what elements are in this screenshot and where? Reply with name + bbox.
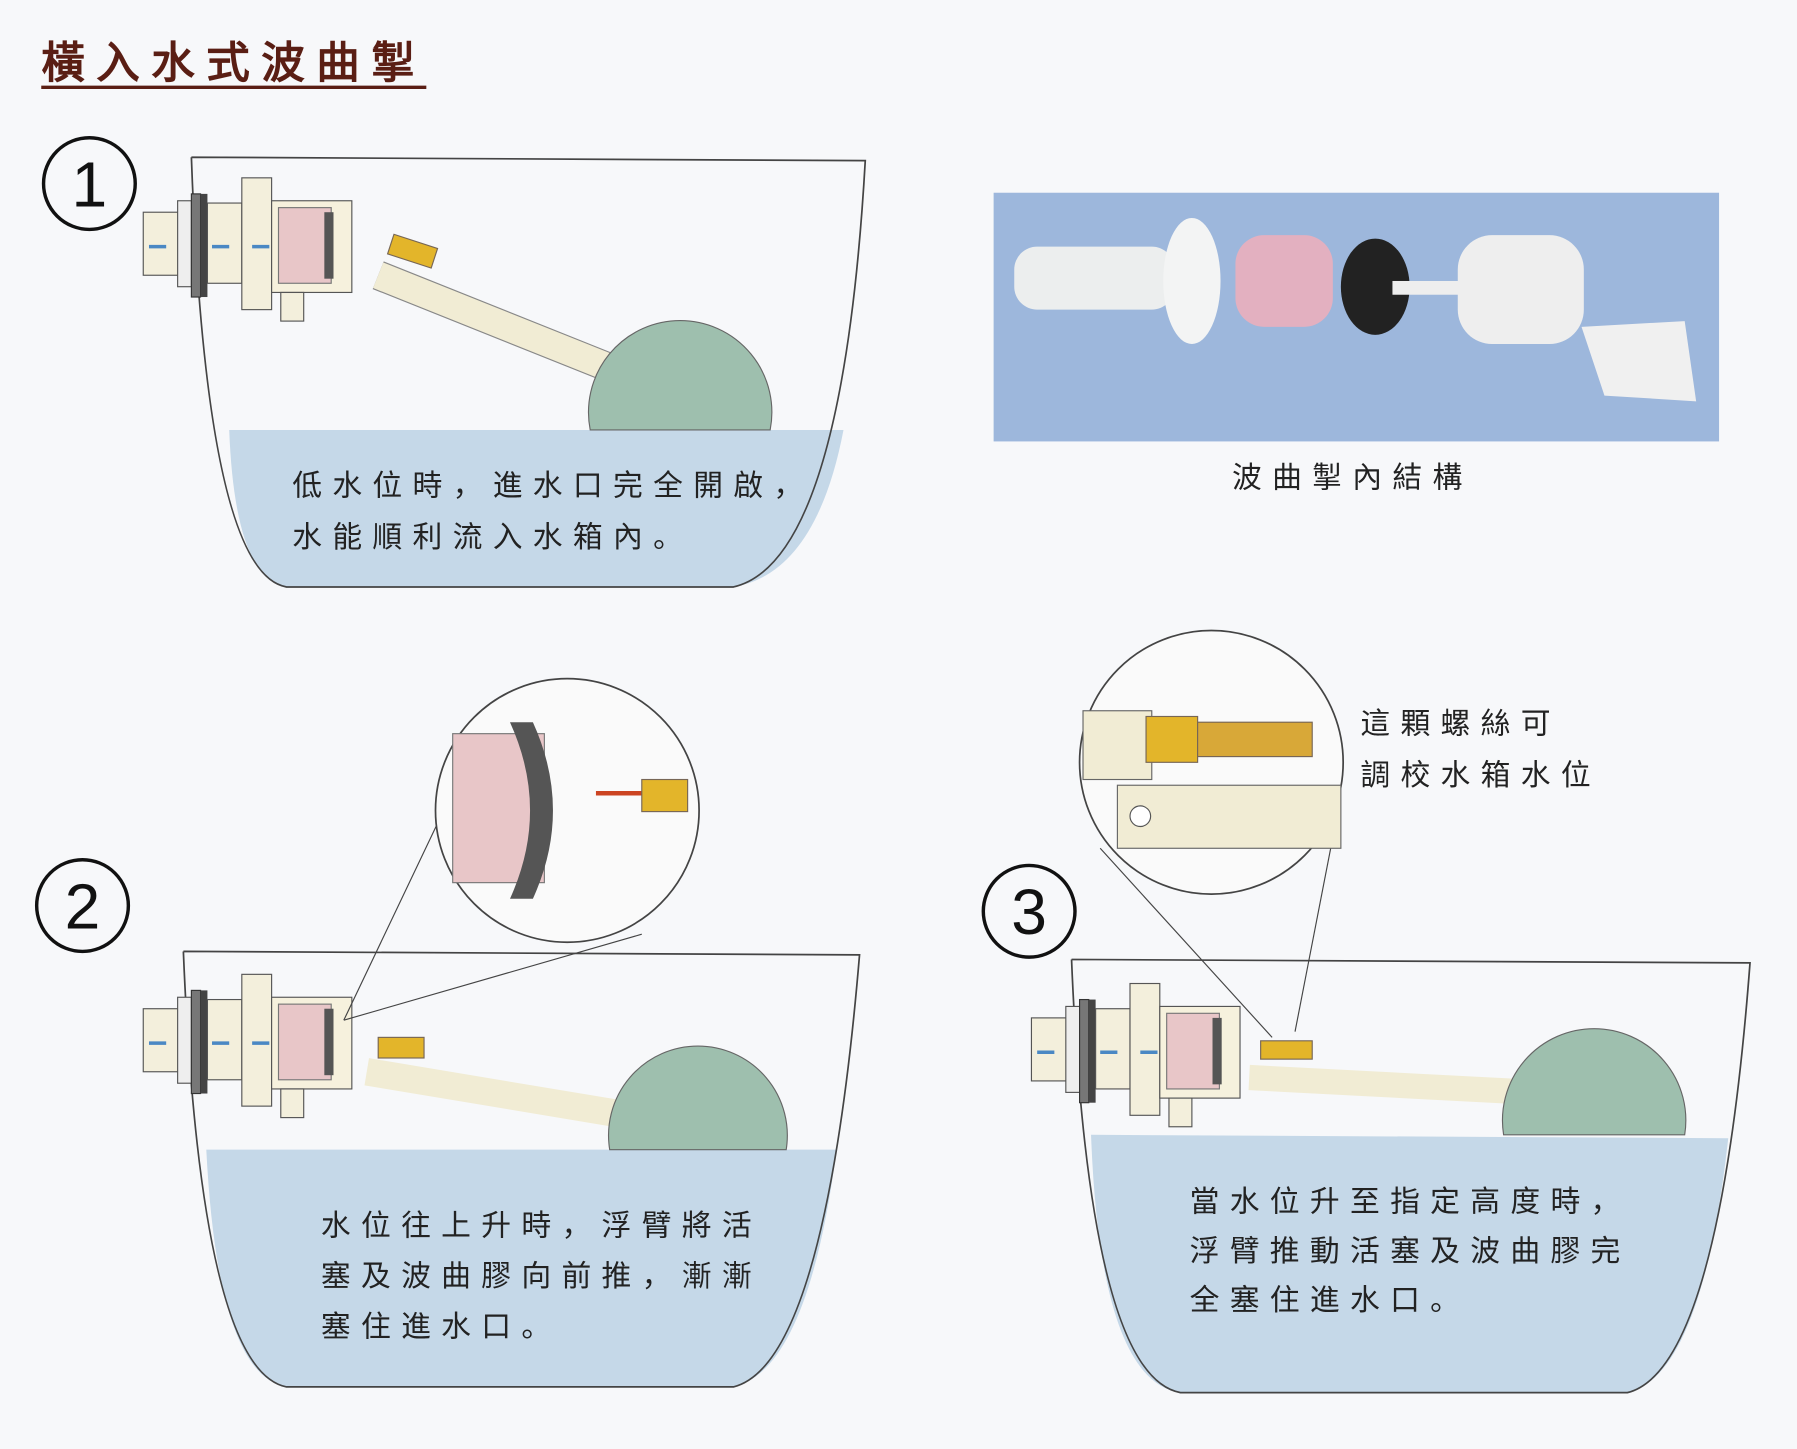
valve-assembly [141,972,354,1120]
step-description: 塞及波曲膠向前推，漸漸 [321,1259,762,1294]
step-number-badge [981,863,1077,959]
float-ball [1501,1028,1687,1136]
photo-caption: 波曲掣內結構 [1232,460,1473,495]
step-3: 3 這顆螺絲可 調校水箱水位 當水位升至指定高度時， 浮臂推動活塞及波曲膠完 全… [981,629,1751,1394]
water [206,1149,837,1387]
float-arm [1248,1064,1514,1104]
step-description: 水位往上升時，浮臂將活 [321,1209,762,1244]
cistern-outline [190,156,867,588]
water [229,429,844,587]
step-number: 2 [65,870,101,942]
float-ball [607,1045,788,1151]
step-description: 水能順利流入水箱內。 [292,520,693,555]
step-2: 2 水位往上升時，浮臂將活 塞及波曲膠向前推，漸漸 塞住進水口。 [34,677,861,1388]
diaphragm [509,722,553,899]
adjust-screw [1260,1040,1313,1060]
valve-assembly [1029,981,1242,1129]
page-title: 橫入水式波曲掣 [41,39,426,89]
step-number: 1 [72,148,108,220]
part-valve-body [1457,235,1584,345]
water [1091,1134,1729,1393]
callout-text: 調校水箱水位 [1360,758,1601,793]
part-lever [1581,321,1697,402]
step-description: 塞住進水口。 [321,1309,562,1344]
step-number-badge [34,858,131,954]
step-1: 1 低水位時，進水口完全開啟， 水能順利流入水箱內。 [41,136,867,588]
step-description: 當水位升至指定高度時， [1190,1185,1631,1220]
step-description: 全塞住進水口。 [1190,1283,1471,1318]
adjust-screw [377,1036,425,1059]
float-arm [364,1058,645,1132]
screw-thread [1197,721,1313,758]
adjust-screw [386,233,439,269]
part-diaphragm [1340,238,1410,335]
part-piston [1235,235,1333,327]
cistern-outline [182,950,861,1388]
cistern-outline [1070,958,1751,1394]
valve-assembly [141,176,354,323]
step-number: 3 [1011,876,1047,948]
step-number-badge [41,136,137,232]
component-photo: 波曲掣內結構 [993,192,1720,495]
part-inlet [1014,246,1175,310]
step-description: 低水位時，進水口完全開啟， [292,468,813,503]
float-ball [587,320,773,431]
step-description: 浮臂推動活塞及波曲膠完 [1190,1234,1631,1269]
callout-text: 這顆螺絲可 [1360,707,1560,742]
